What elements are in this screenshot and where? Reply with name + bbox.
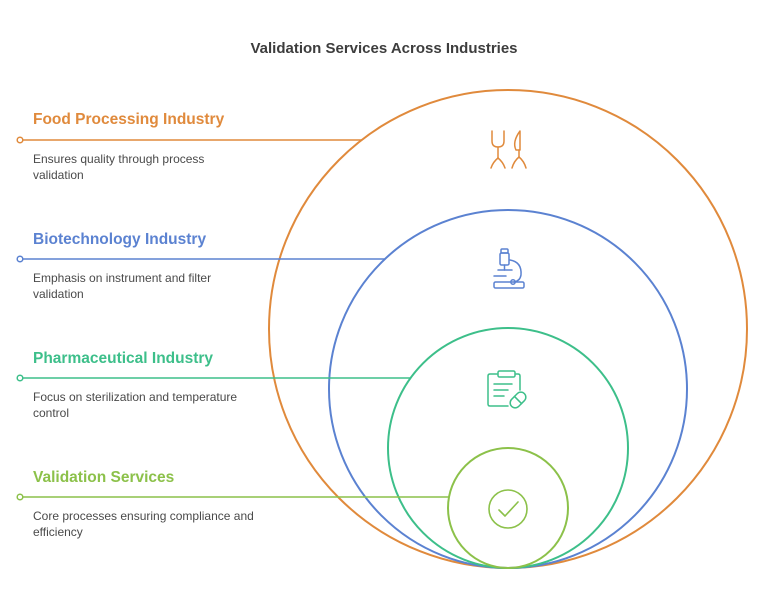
microscope-icon (493, 248, 525, 289)
validation-services-title: Validation Services (33, 469, 175, 486)
biotech-industry-description: Emphasis on instrument and filter valida… (33, 271, 212, 301)
utensils-icon (490, 130, 527, 169)
food-industry-title: Food Processing Industry (33, 111, 225, 128)
validation-services-circle (447, 447, 569, 569)
clipboard-pill-icon (487, 370, 527, 409)
biotech-industry-title: Biotechnology Industry (33, 231, 207, 248)
page-title: Validation Services Across Industries (250, 40, 518, 57)
food-leader-line (16, 136, 362, 144)
validation-services-description: Core processes ensuring compliance and e… (33, 509, 254, 539)
biotechnology-circle (328, 209, 688, 569)
biotech-leader-line (16, 255, 385, 263)
pharma-industry-description: Focus on sterilization and temperature c… (33, 390, 238, 420)
checkmark-circle-icon (488, 489, 528, 529)
validation-leader-line (16, 493, 449, 501)
food-industry-description: Ensures quality through process validati… (33, 152, 205, 182)
pharma-leader-line (16, 374, 410, 382)
pharma-industry-title: Pharmaceutical Industry (33, 350, 214, 367)
